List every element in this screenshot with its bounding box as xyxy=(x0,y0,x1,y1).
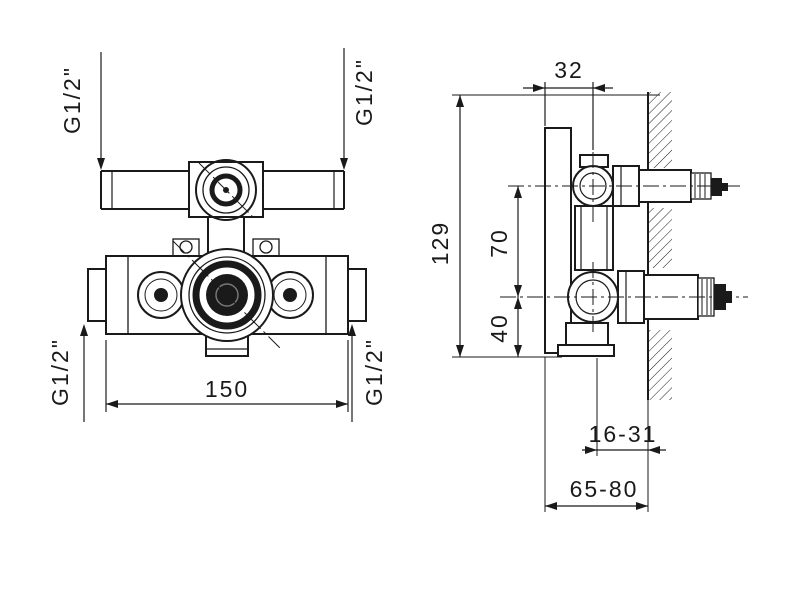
front-dimension-graphics xyxy=(80,48,356,422)
dim-width-150-label: 150 xyxy=(205,376,249,402)
side-bottom-bracket xyxy=(557,322,615,357)
side-centerlines xyxy=(500,152,748,335)
front-centerlines xyxy=(172,162,282,350)
dim-g12-bottom-left-label: G1/2" xyxy=(47,338,73,406)
dim-height-129-label: 129 xyxy=(427,221,453,265)
dim-g12-top-right-label: G1/2" xyxy=(351,58,377,126)
side-view xyxy=(500,92,748,400)
side-mounting-plate xyxy=(544,127,572,354)
side-body-middle xyxy=(574,205,614,271)
side-dimension-graphics xyxy=(452,82,666,512)
front-view xyxy=(87,159,367,357)
dimension-labels: G1/2" G1/2" G1/2" G1/2" 150 32 129 70 40… xyxy=(47,57,658,502)
dim-g12-bottom-right-label: G1/2" xyxy=(361,338,387,406)
dim-plate-depth-32-label: 32 xyxy=(554,57,584,83)
front-head xyxy=(188,159,264,257)
front-top-pipes xyxy=(100,170,345,210)
dim-total-depth-65-80-label: 65-80 xyxy=(570,476,639,502)
dim-port-spacing-70-label: 70 xyxy=(486,228,512,258)
dim-bottom-offset-40-label: 40 xyxy=(486,313,512,343)
dim-g12-top-left-label: G1/2" xyxy=(59,66,85,134)
dim-wall-range-16-31-label: 16-31 xyxy=(589,421,658,447)
side-wall xyxy=(647,92,672,400)
